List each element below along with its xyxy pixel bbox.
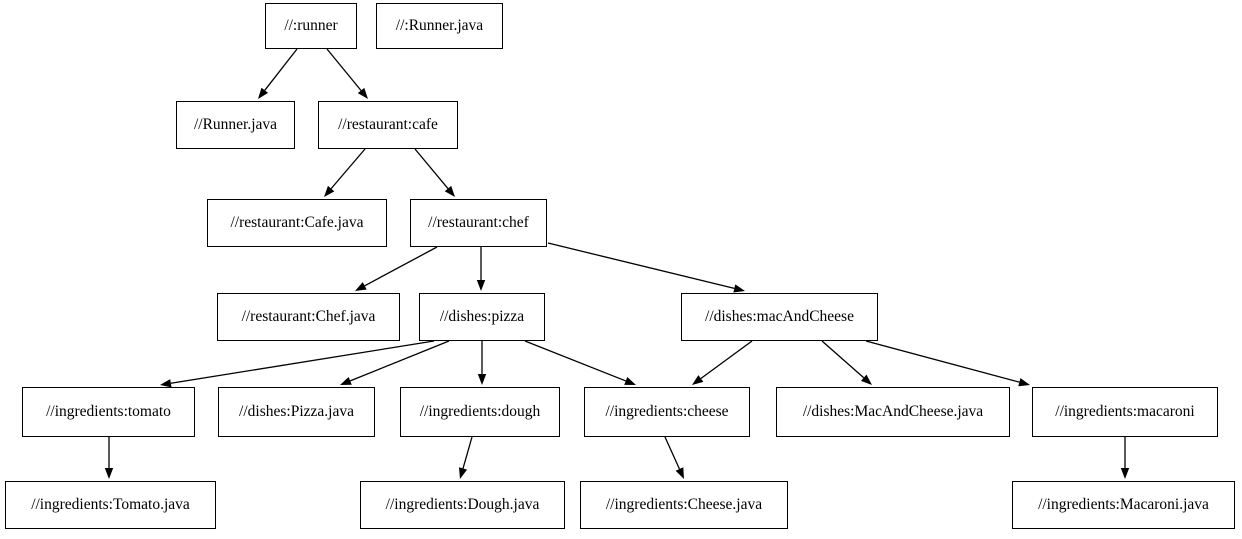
arrow-head-icon [340,376,352,385]
graph-node-label: //dishes:Pizza.java [239,403,354,421]
arrow-head-icon [258,87,269,99]
graph-edge [160,340,435,388]
graph-edge [547,242,745,293]
graph-node-dishes-pizza[interactable]: //dishes:pizza [419,293,545,341]
graph-node-restaurant-cafe-java[interactable]: //restaurant:Cafe.java [207,199,387,247]
arrow-head-icon [733,284,745,293]
graph-node-ingredients-cheese-java[interactable]: //ingredients:Cheese.java [580,481,788,529]
arrow-head-icon [692,375,704,385]
graph-node-ingredients-tomato[interactable]: //ingredients:tomato [22,387,195,437]
arrow-head-icon [355,282,367,291]
graph-node-label: //ingredients:Tomato.java [31,496,190,514]
graph-node-restaurant-cafe[interactable]: //restaurant:cafe [318,101,458,149]
arrow-head-icon [476,280,486,291]
graph-node-label: //ingredients:cheese [605,403,729,421]
arrow-head-icon [444,185,455,197]
graph-edge [821,340,872,385]
graph-node-label: //dishes:MacAndCheese.java [802,403,984,421]
graph-edge [692,340,753,385]
graph-edge [414,148,455,197]
graph-edge [104,437,114,479]
arrow-head-icon [624,377,636,385]
graph-node-dishes-pizza-java[interactable]: //dishes:Pizza.java [218,387,375,437]
graph-edge [476,247,486,291]
arrow-head-icon [1018,378,1030,387]
graph-edge [477,341,487,385]
graph-edge [1120,437,1130,479]
graph-node-label: //ingredients:tomato [46,403,171,421]
graph-edge [326,48,368,99]
graph-node-label: //:Runner.java [395,17,484,35]
graph-node-label: //ingredients:Macaroni.java [1038,496,1209,514]
graph-node-label: //:runner [284,17,338,35]
graph-node-ingredients-cheese[interactable]: //ingredients:cheese [584,387,750,437]
graph-node-label: //ingredients:Dough.java [385,496,540,514]
graph-node-restaurant-chef[interactable]: //restaurant:chef [410,199,547,247]
graph-node-dishes-macandcheese[interactable]: //dishes:macAndCheese [681,293,878,341]
arrow-head-icon [477,374,487,385]
graph-node-label: //restaurant:cafe [338,116,438,134]
graph-node-label: //ingredients:Cheese.java [605,496,763,514]
graph-edge [865,340,1030,387]
graph-edge [524,340,636,385]
graph-node-ingredients-tomato-java[interactable]: //ingredients:Tomato.java [5,481,216,529]
graph-node-label: //ingredients:macaroni [1055,403,1195,421]
graph-edge [355,246,438,291]
graph-node-label: //restaurant:chef [428,214,529,232]
graph-node-label: //restaurant:Cafe.java [230,214,364,232]
graph-edge [258,48,298,99]
arrow-head-icon [324,185,335,197]
graph-node-label: //restaurant:Chef.java [241,308,376,326]
graph-node-runner-target[interactable]: //:runner [265,3,357,49]
arrow-head-icon [1120,468,1130,479]
graph-node-restaurant-chef-java[interactable]: //restaurant:Chef.java [217,293,400,341]
graph-node-label: //Runner.java [193,116,278,134]
graph-node-runner-java[interactable]: //Runner.java [176,101,295,149]
graph-edge [324,148,366,197]
graph-edge [458,436,473,479]
graph-node-ingredients-macaroni-java[interactable]: //ingredients:Macaroni.java [1012,481,1235,529]
graph-node-ingredients-dough-java[interactable]: //ingredients:Dough.java [360,481,565,529]
graph-node-ingredients-macaroni[interactable]: //ingredients:macaroni [1032,387,1218,437]
graph-node-runner-java-root[interactable]: //:Runner.java [376,3,503,49]
arrow-head-icon [357,87,368,99]
graph-node-ingredients-dough[interactable]: //ingredients:dough [400,387,560,437]
graph-node-dishes-mac-java[interactable]: //dishes:MacAndCheese.java [776,387,1010,437]
graph-edge [664,436,684,479]
graph-edge [340,340,450,385]
arrow-head-icon [675,467,684,479]
graph-node-label: //dishes:macAndCheese [705,308,854,326]
arrow-head-icon [860,374,872,385]
graph-node-label: //ingredients:dough [419,403,541,421]
arrow-head-icon [458,467,468,479]
arrow-head-icon [104,468,114,479]
graph-node-label: //dishes:pizza [439,308,525,326]
